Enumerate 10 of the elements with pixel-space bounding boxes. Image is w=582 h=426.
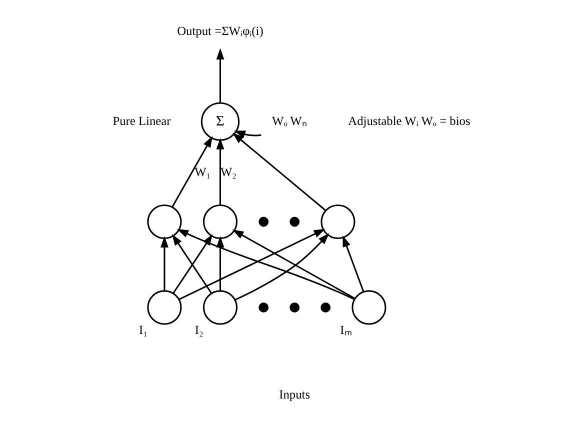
- node-label: Iₘ: [340, 322, 352, 336]
- node-text: Output =ΣWᵢφᵢ(i): [176, 23, 263, 38]
- node-text: Wₒ Wₙ: [272, 113, 306, 128]
- node-label: Pure Linear: [112, 113, 170, 128]
- edge-label: W₁: [194, 164, 210, 178]
- label: Adjustable Wᵢ Wₒ = bios: [348, 113, 470, 128]
- label: Inputs: [278, 386, 310, 401]
- node-label: I₂: [194, 322, 203, 336]
- edge-label: W₂: [220, 164, 236, 178]
- node-label: I₁: [138, 322, 148, 336]
